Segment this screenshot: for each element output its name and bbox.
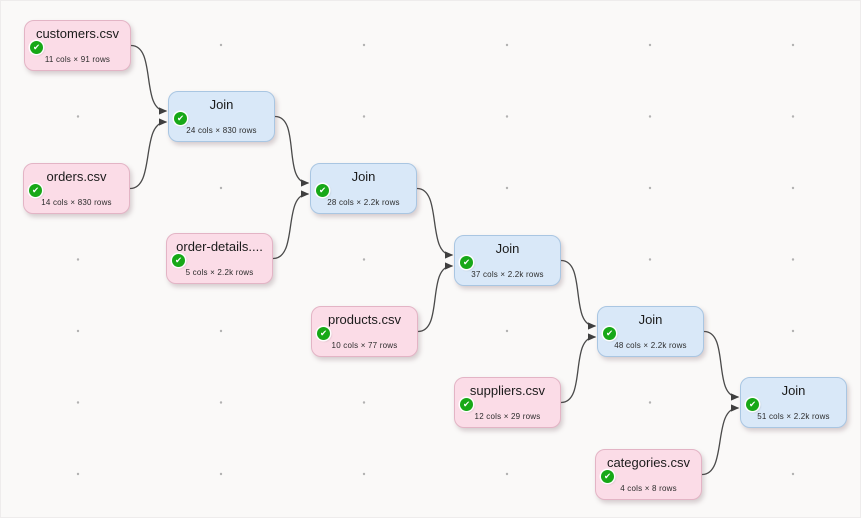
node-join5[interactable]: ✔ Join 51 cols × 2.2k rows: [740, 377, 847, 428]
node-title: Join: [351, 169, 376, 184]
node-stats: 28 cols × 2.2k rows: [327, 198, 400, 207]
node-title: orders.csv: [46, 169, 107, 184]
status-ok-icon: ✔: [460, 398, 473, 411]
node-stats: 37 cols × 2.2k rows: [471, 270, 544, 279]
status-ok-icon: ✔: [172, 254, 185, 267]
node-title: suppliers.csv: [469, 383, 546, 398]
node-customers[interactable]: ✔ customers.csv 11 cols × 91 rows: [24, 20, 131, 71]
node-stats: 4 cols × 8 rows: [620, 484, 677, 493]
node-join4[interactable]: ✔ Join 48 cols × 2.2k rows: [597, 306, 704, 357]
node-title: categories.csv: [606, 455, 691, 470]
node-orders[interactable]: ✔ orders.csv 14 cols × 830 rows: [23, 163, 130, 214]
node-stats: 11 cols × 91 rows: [44, 55, 111, 64]
status-ok-icon: ✔: [317, 327, 330, 340]
status-ok-icon: ✔: [174, 112, 187, 125]
node-join3[interactable]: ✔ Join 37 cols × 2.2k rows: [454, 235, 561, 286]
node-stats: 12 cols × 29 rows: [474, 412, 541, 421]
node-stats: 51 cols × 2.2k rows: [757, 412, 830, 421]
status-ok-icon: ✔: [29, 184, 42, 197]
node-title: Join: [495, 241, 520, 256]
status-ok-icon: ✔: [460, 256, 473, 269]
status-ok-icon: ✔: [316, 184, 329, 197]
node-title: Join: [781, 383, 806, 398]
node-stats: 10 cols × 77 rows: [331, 341, 398, 350]
node-title: Join: [209, 97, 234, 112]
node-stats: 5 cols × 2.2k rows: [185, 268, 254, 277]
node-join1[interactable]: ✔ Join 24 cols × 830 rows: [168, 91, 275, 142]
status-ok-icon: ✔: [601, 470, 614, 483]
node-stats: 24 cols × 830 rows: [186, 126, 257, 135]
node-join2[interactable]: ✔ Join 28 cols × 2.2k rows: [310, 163, 417, 214]
node-products[interactable]: ✔ products.csv 10 cols × 77 rows: [311, 306, 418, 357]
status-ok-icon: ✔: [603, 327, 616, 340]
node-title: order-details....: [176, 239, 263, 254]
status-ok-icon: ✔: [746, 398, 759, 411]
node-stats: 48 cols × 2.2k rows: [614, 341, 687, 350]
node-title: products.csv: [328, 312, 401, 327]
status-ok-icon: ✔: [30, 41, 43, 54]
node-stats: 14 cols × 830 rows: [41, 198, 112, 207]
node-order-details[interactable]: ✔ order-details.... 5 cols × 2.2k rows: [166, 233, 273, 284]
node-title: Join: [638, 312, 663, 327]
node-title: customers.csv: [35, 26, 120, 41]
node-suppliers[interactable]: ✔ suppliers.csv 12 cols × 29 rows: [454, 377, 561, 428]
node-categories[interactable]: ✔ categories.csv 4 cols × 8 rows: [595, 449, 702, 500]
